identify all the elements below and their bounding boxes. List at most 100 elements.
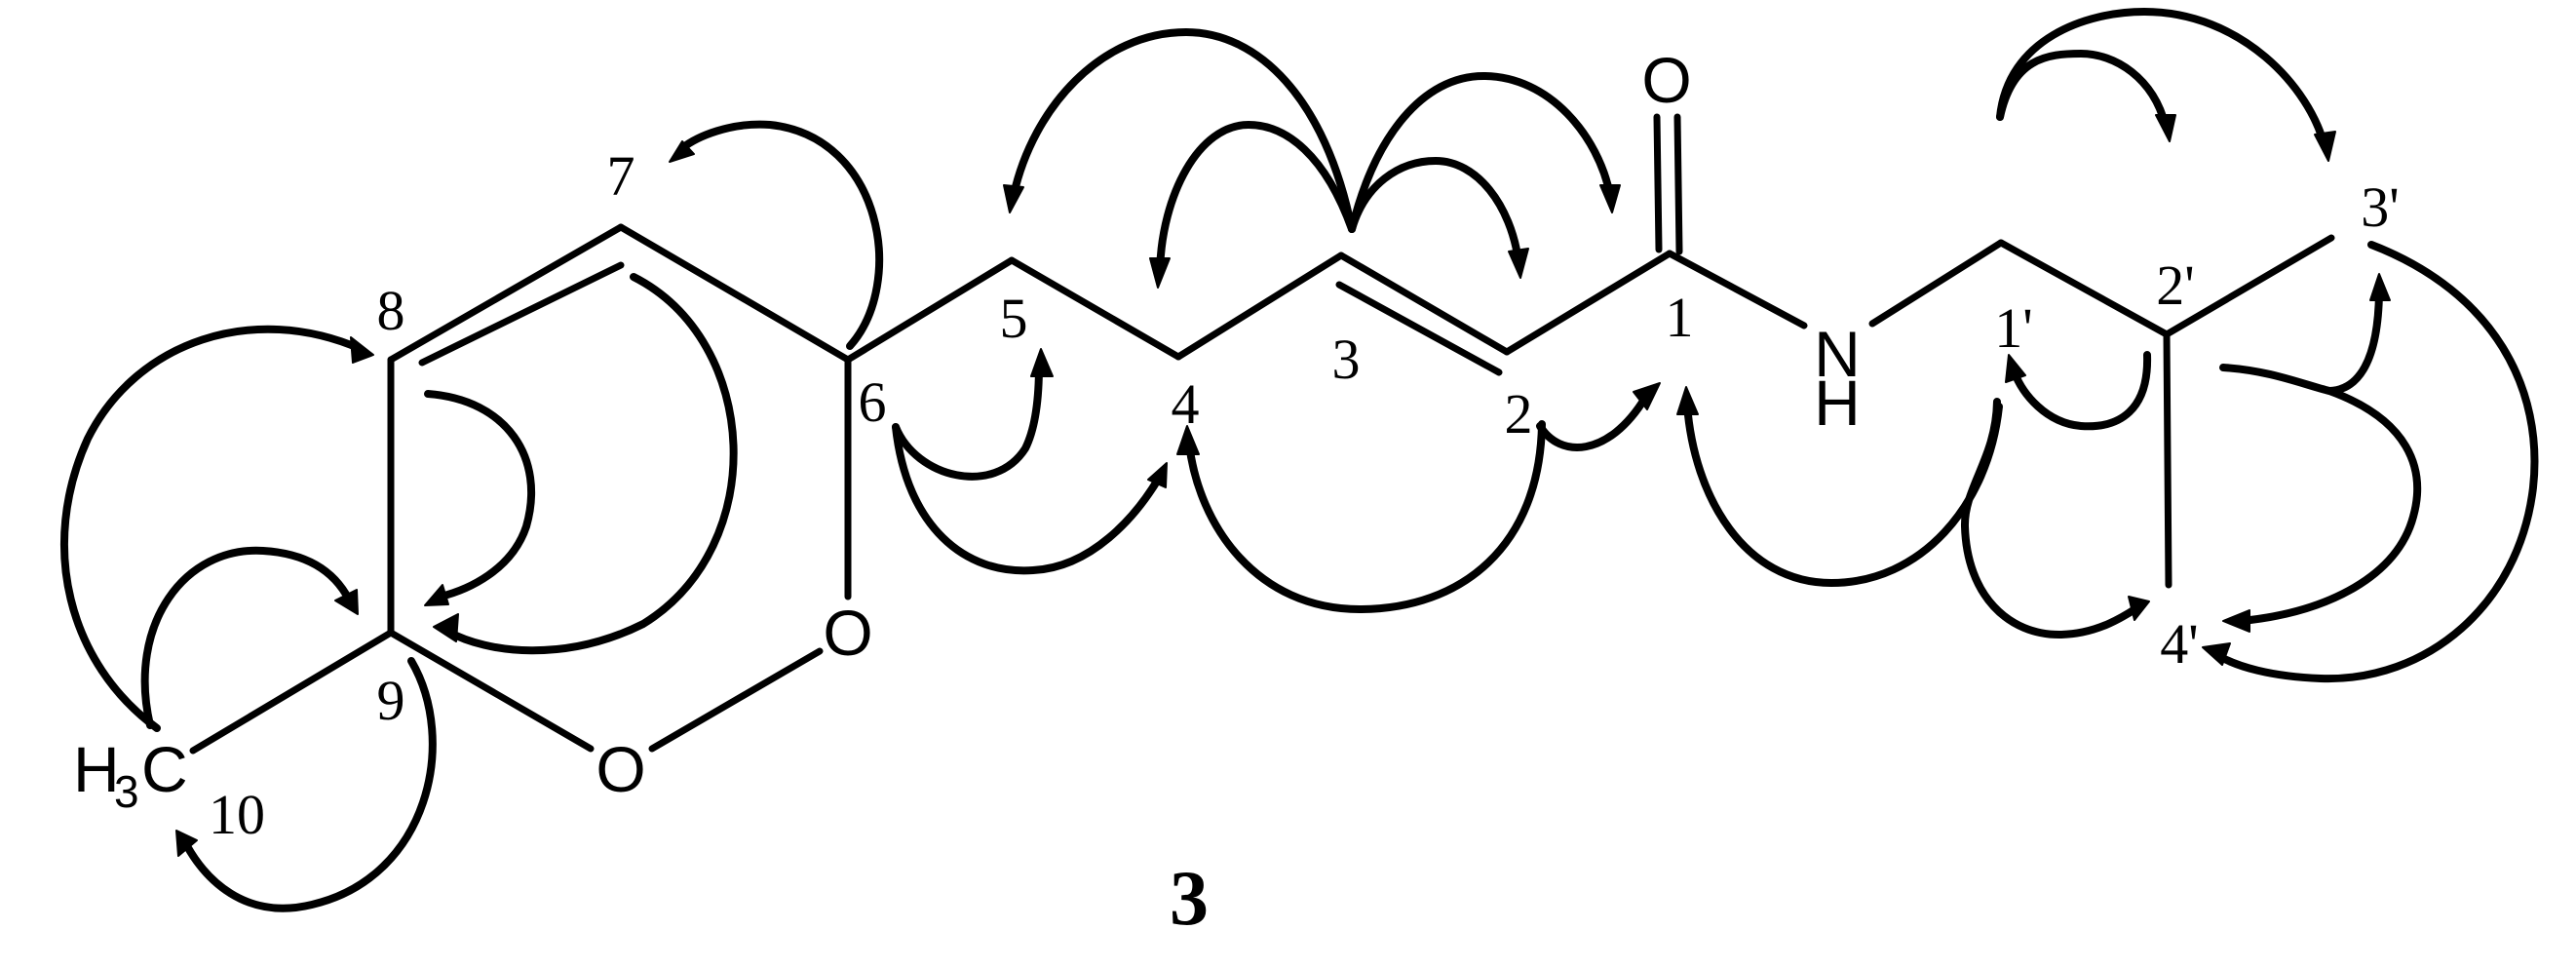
arrow-curve [140,546,353,729]
atom-N: N [1814,318,1861,390]
correlation-arrow [433,273,738,655]
arrowhead-icon [1003,184,1024,213]
arrowhead-icon [669,140,695,163]
bond-line [387,629,595,753]
bond-line [844,256,1016,364]
correlation-arrow [1996,7,2336,162]
arrow-curve [892,423,1162,575]
atom-number-label: 5 [1000,287,1028,350]
arrowhead-icon [2155,114,2176,142]
arrowhead-icon [1030,348,1054,377]
arrowhead-icon [1633,382,1661,410]
methyl-label: H 3 C [73,733,188,817]
correlation-arrow [2222,387,2422,633]
arrowhead-icon [1176,425,1200,455]
bond-line [1673,113,1683,255]
correlation-arrow [669,120,883,350]
arrow-curve [2010,351,2152,431]
arrowhead-icon [334,589,359,615]
atom-number-label: 1 [1666,286,1694,349]
atom-number-label: 4 [1172,372,1200,436]
arrowhead-icon [2005,354,2026,383]
arrowhead-icon [2128,596,2150,621]
atom-number-label: 3 [1332,328,1361,391]
arrow-curve [2238,387,2422,625]
correlation-arrow [1149,120,1356,289]
atom-number-label: 1' [1994,296,2032,360]
correlation-arrow [1536,382,1661,451]
bond-line [1653,113,1663,253]
bond-line [418,261,625,367]
arrow-curve [1996,7,2328,150]
bond-line [1666,250,1808,329]
atom-number-label: 4' [2160,612,2198,676]
bond-line [617,223,852,364]
atom-number-label: 3' [2361,175,2399,239]
correlation-arrow [1176,420,1546,614]
bond-line [1008,256,1182,361]
correlation-arrow [1996,49,2176,142]
arrowhead-icon [1147,462,1168,488]
arrow-curve [424,390,536,600]
bond-line [1997,239,2171,338]
atom-number-label: 8 [377,279,405,342]
atom-number-label: 9 [377,669,405,732]
arrow-curve [2213,241,2539,683]
arrowhead-icon [2222,609,2250,633]
atom-H-amide: H [1814,367,1861,439]
correlation-arrow [2219,273,2391,396]
bond-line [1868,239,2005,328]
arrow-curve [892,362,1043,481]
arrowhead-icon [1599,184,1621,213]
atom-O-ring-bottom: O [596,733,645,805]
methyl-h-text: H [73,733,120,805]
correlation-arrow [2005,351,2152,431]
correlation-arrow [1348,156,1529,279]
correlation-arrow [1348,71,1621,233]
arrow-curve [1010,27,1356,233]
bond-line [1337,252,1511,356]
bond-line [2163,234,2335,338]
arrowhead-icon [424,584,449,606]
compound-number-label: 3 [1170,856,1209,942]
bond-line [1503,250,1673,356]
arrow-curve [1348,71,1614,233]
atom-number-label: 7 [607,144,635,208]
bond-layer [189,113,2335,755]
bond-line [1174,252,1345,361]
atom-number-label: 10 [209,783,265,846]
correlation-arrow-layer [59,7,2539,912]
arrow-curve [183,657,437,912]
correlation-arrow [2202,241,2539,683]
arrowhead-icon [175,830,198,857]
arrowhead-icon [2202,642,2231,666]
arrowhead-icon [1508,248,1529,279]
arrow-curve [1536,394,1649,451]
correlation-arrow [892,348,1054,481]
arrow-curve [1348,156,1522,265]
bond-line [2163,330,2172,589]
methyl-c-text: C [141,733,188,805]
bond-line [1335,281,1503,376]
arrowhead-icon [350,336,374,364]
correlation-arrow [1003,27,1356,233]
arrowhead-icon [1149,257,1171,289]
bond-line [387,223,625,364]
correlation-arrow [59,325,374,732]
atom-number-label: 2' [2156,253,2194,317]
arrow-curve [59,325,365,732]
correlation-arrow [424,390,536,606]
bond-line [189,629,395,755]
arrow-curve [2219,289,2383,396]
arrow-curve [1960,398,2140,639]
arrowhead-icon [2369,273,2391,301]
arrow-curve [678,120,883,350]
arrowhead-icon [1676,386,1699,415]
atom-O-carbonyl: O [1641,44,1691,116]
arrowhead-icon [433,613,459,642]
arrow-curve [1996,49,2170,131]
correlation-arrow [140,546,359,729]
arrow-curve [1185,420,1546,614]
